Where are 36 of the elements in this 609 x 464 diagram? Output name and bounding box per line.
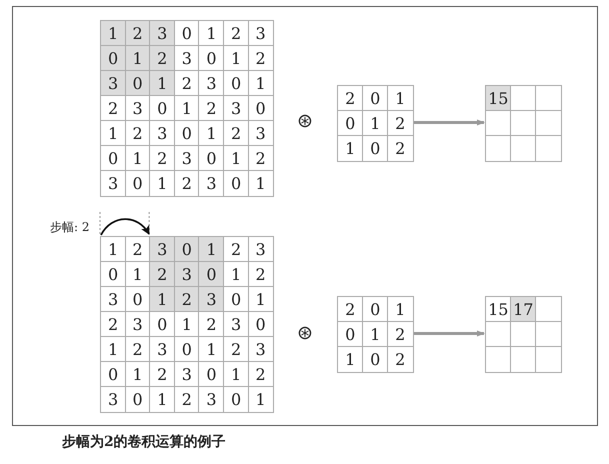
grid-cell: 0	[223, 386, 250, 412]
grid-cell: 2	[174, 386, 200, 412]
grid-cell: 1	[248, 386, 274, 412]
number-grid	[485, 296, 560, 371]
grid-cell: 2	[387, 321, 414, 348]
number-grid	[337, 85, 412, 160]
grid-cell: 3	[198, 386, 224, 412]
caption: 步幅为2的卷积运算的例子	[62, 433, 226, 451]
grid-cell: 1	[387, 296, 414, 322]
operator-symbol: ⊛	[297, 110, 313, 132]
grid-cell: 3	[198, 170, 224, 196]
arrow	[414, 120, 485, 126]
grid-cell: 1	[337, 135, 364, 162]
grid-cell: 1	[248, 170, 274, 196]
stride-label: 步幅: 2	[50, 219, 90, 236]
grid-cell: 2	[174, 170, 200, 196]
number-grid	[485, 85, 560, 160]
grid-cell: 1	[387, 85, 414, 112]
grid-cell: 3	[100, 170, 126, 196]
number-grid	[100, 236, 272, 411]
grid-cell: 3	[100, 386, 126, 412]
grid-cell: 0	[362, 135, 388, 162]
grid-cell: 1	[337, 346, 364, 372]
operator-symbol: ⊛	[297, 322, 313, 344]
grid-cell: 2	[387, 110, 414, 136]
number-grid	[100, 20, 272, 195]
grid-cell: 1	[149, 170, 176, 196]
grid-cell: 0	[362, 346, 388, 372]
grid-cell: 2	[387, 346, 414, 372]
grid-cell: 1	[149, 386, 176, 412]
number-grid	[337, 296, 412, 371]
grid-cell: 0	[124, 170, 151, 196]
arrow	[414, 330, 485, 336]
grid-cell: 0	[124, 386, 151, 412]
grid-cell: 0	[223, 170, 250, 196]
grid-cell: 2	[387, 135, 414, 162]
